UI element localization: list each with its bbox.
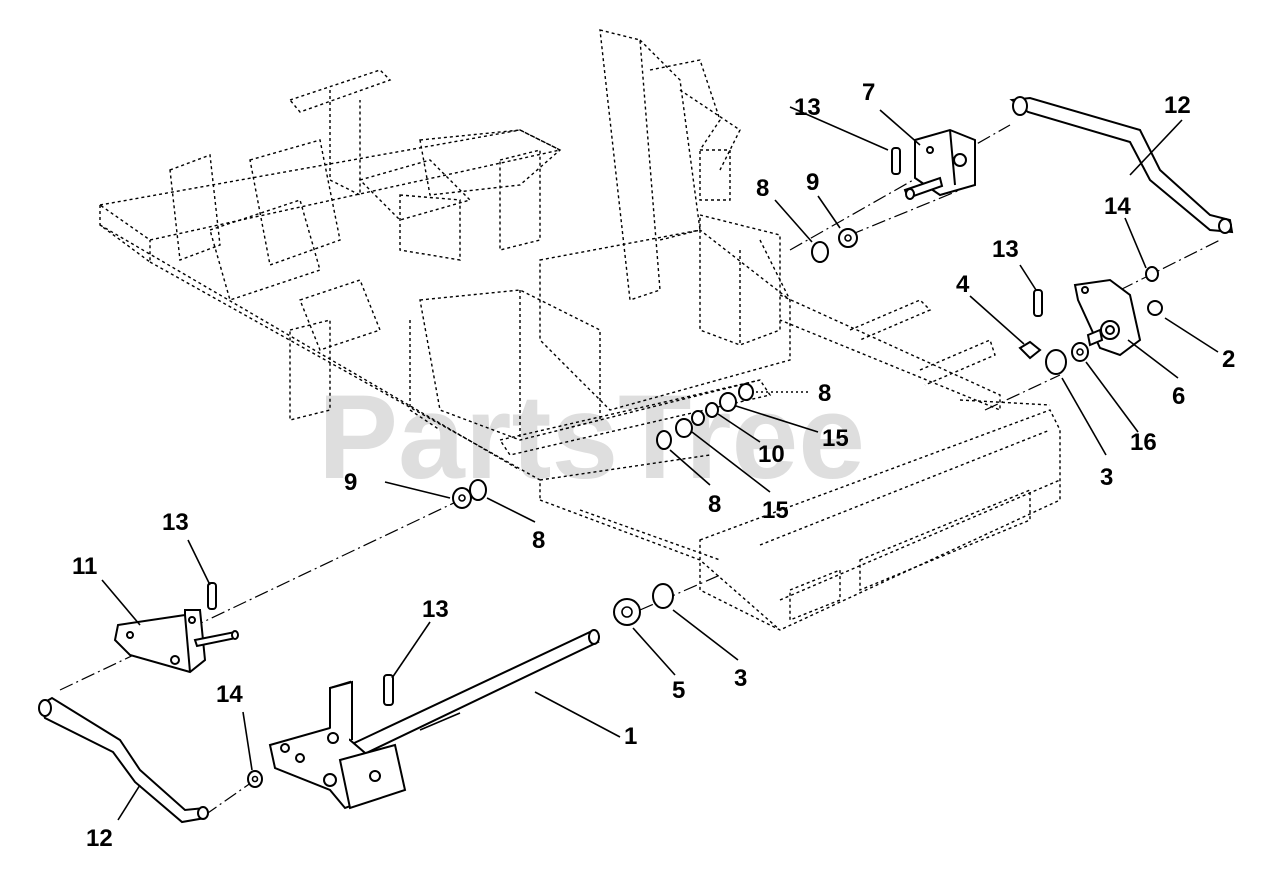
callout-15: 15 xyxy=(822,425,849,452)
washer-10-a xyxy=(705,402,719,418)
callout-12: 12 xyxy=(1164,92,1191,119)
washer-9-top xyxy=(838,228,858,248)
callout-14: 14 xyxy=(216,681,243,708)
callout-16: 16 xyxy=(1130,429,1157,456)
callout-3: 3 xyxy=(734,665,747,692)
washer-15-b xyxy=(675,418,693,438)
ring-2 xyxy=(1147,300,1163,316)
part-12-lift-rod-right xyxy=(1009,96,1234,234)
callout-13: 13 xyxy=(794,94,821,121)
bushing-8-top xyxy=(811,241,829,263)
callout-4: 4 xyxy=(956,271,970,298)
callout-11: 11 xyxy=(72,553,97,580)
assembly-centerlines xyxy=(59,124,1221,816)
pin-13-right xyxy=(1033,289,1043,317)
callout-12: 12 xyxy=(86,825,113,852)
callout-13: 13 xyxy=(422,596,449,623)
part-11-pivot-plate xyxy=(113,609,239,674)
bushing-8-left xyxy=(469,479,487,501)
callout-8: 8 xyxy=(532,527,545,554)
washer-14-right xyxy=(1145,266,1159,282)
callout-13: 13 xyxy=(162,509,189,536)
washer-14-left xyxy=(247,770,263,788)
pin-13-left xyxy=(207,582,217,610)
part-1-pivot-shaft-assembly xyxy=(268,629,600,810)
part-4-key xyxy=(1018,340,1042,360)
washer-9-left xyxy=(452,487,472,509)
callout-15: 15 xyxy=(762,497,789,524)
main-frame xyxy=(98,29,1061,631)
callout-6: 6 xyxy=(1172,383,1185,410)
washer-16 xyxy=(1071,342,1089,362)
bushing-3-low xyxy=(652,583,674,609)
bushing-8-low xyxy=(656,430,672,450)
callout-5: 5 xyxy=(672,677,685,704)
pin-13-center xyxy=(383,674,394,706)
callout-14: 14 xyxy=(1104,193,1131,220)
callout-3: 3 xyxy=(1100,464,1113,491)
part-7-pivot-bracket xyxy=(903,128,976,200)
bushing-8-mid xyxy=(738,383,754,401)
callout-labels: 1 2 3 3 4 5 6 7 8 8 8 8 9 9 10 11 12 12 … xyxy=(72,79,1235,852)
callout-2: 2 xyxy=(1222,346,1235,373)
callout-9: 9 xyxy=(344,469,357,496)
washer-10-b xyxy=(691,410,705,426)
bushing-3-right xyxy=(1045,349,1067,375)
leader-lines xyxy=(101,106,1219,821)
callout-8: 8 xyxy=(818,380,831,407)
washer-15-a xyxy=(719,392,737,412)
washer-5 xyxy=(613,598,641,626)
callout-7: 7 xyxy=(862,79,875,106)
callout-8: 8 xyxy=(708,491,721,518)
callout-8: 8 xyxy=(756,175,769,202)
callout-10: 10 xyxy=(758,441,785,468)
bushings-and-washers xyxy=(247,228,1163,788)
watermark-text: PartsTree xyxy=(318,370,865,504)
pin-13-top xyxy=(891,147,901,175)
part-13-pins xyxy=(207,147,1043,706)
part-12-lift-rod-left xyxy=(38,696,209,824)
callout-9: 9 xyxy=(806,169,819,196)
callout-13: 13 xyxy=(992,236,1019,263)
part-6-pivot-plate xyxy=(1073,278,1142,357)
callout-1: 1 xyxy=(624,723,637,750)
